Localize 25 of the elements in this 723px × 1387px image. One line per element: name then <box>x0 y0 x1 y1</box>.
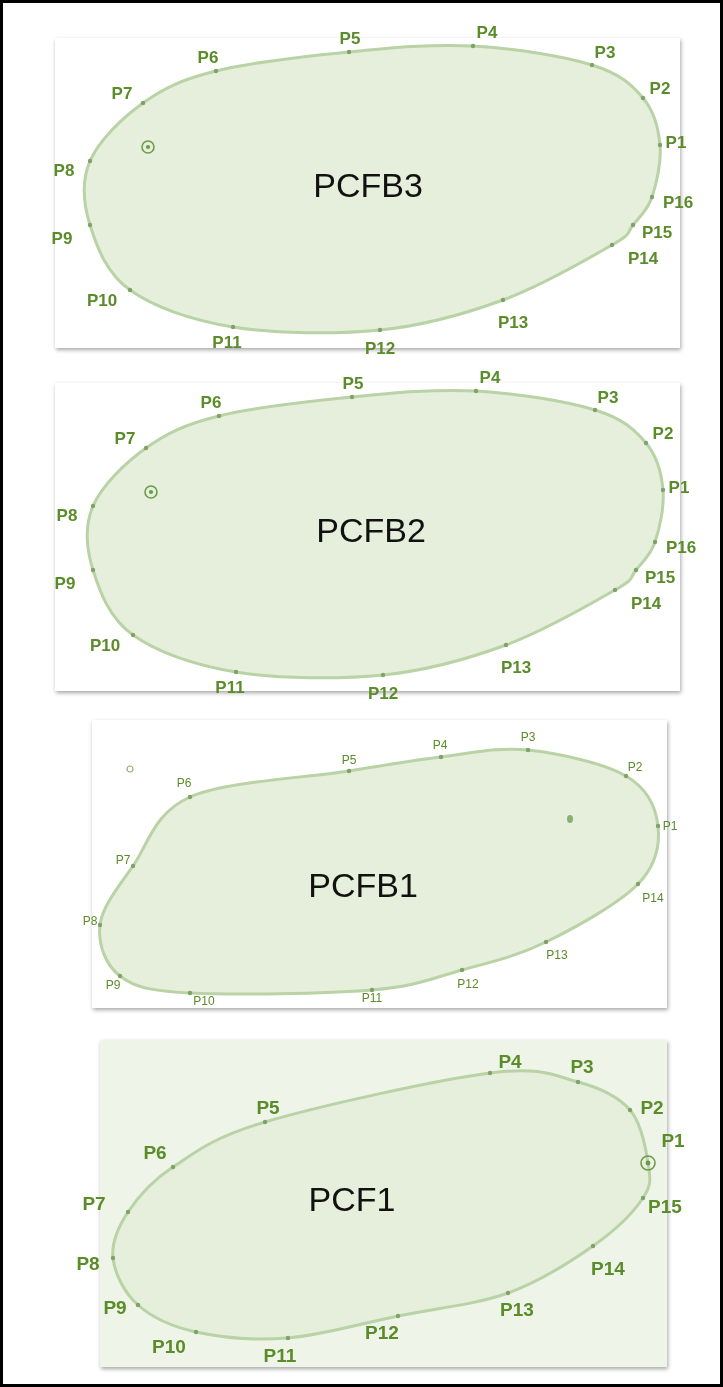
point-label: P1 <box>665 133 687 151</box>
point-label: P7 <box>82 1193 106 1213</box>
point-label: P1 <box>661 1130 685 1150</box>
point-label: P8 <box>82 915 98 927</box>
point-label: P4 <box>476 23 498 41</box>
point-label: P16 <box>662 193 694 211</box>
point-label: P11 <box>215 678 245 696</box>
point-label: P12 <box>364 339 396 357</box>
point-label: P4 <box>479 368 501 386</box>
point-label: P15 <box>648 1196 682 1216</box>
point-label: P9 <box>54 574 76 592</box>
point-label: P8 <box>76 1253 100 1273</box>
point-label: P8 <box>56 506 78 524</box>
point-label: P1 <box>668 478 690 496</box>
point-label: P1 <box>662 820 678 832</box>
point-label: P8 <box>53 161 75 179</box>
point-label: P11 <box>263 1345 297 1365</box>
point-label: P12 <box>367 684 399 702</box>
point-label: P9 <box>51 229 73 247</box>
point-label: P5 <box>342 374 364 392</box>
point-label: P5 <box>339 29 361 47</box>
point-label: P11 <box>212 333 242 351</box>
point-label: P3 <box>520 731 536 743</box>
point-label: P4 <box>498 1051 522 1071</box>
point-label: P16 <box>665 538 697 556</box>
